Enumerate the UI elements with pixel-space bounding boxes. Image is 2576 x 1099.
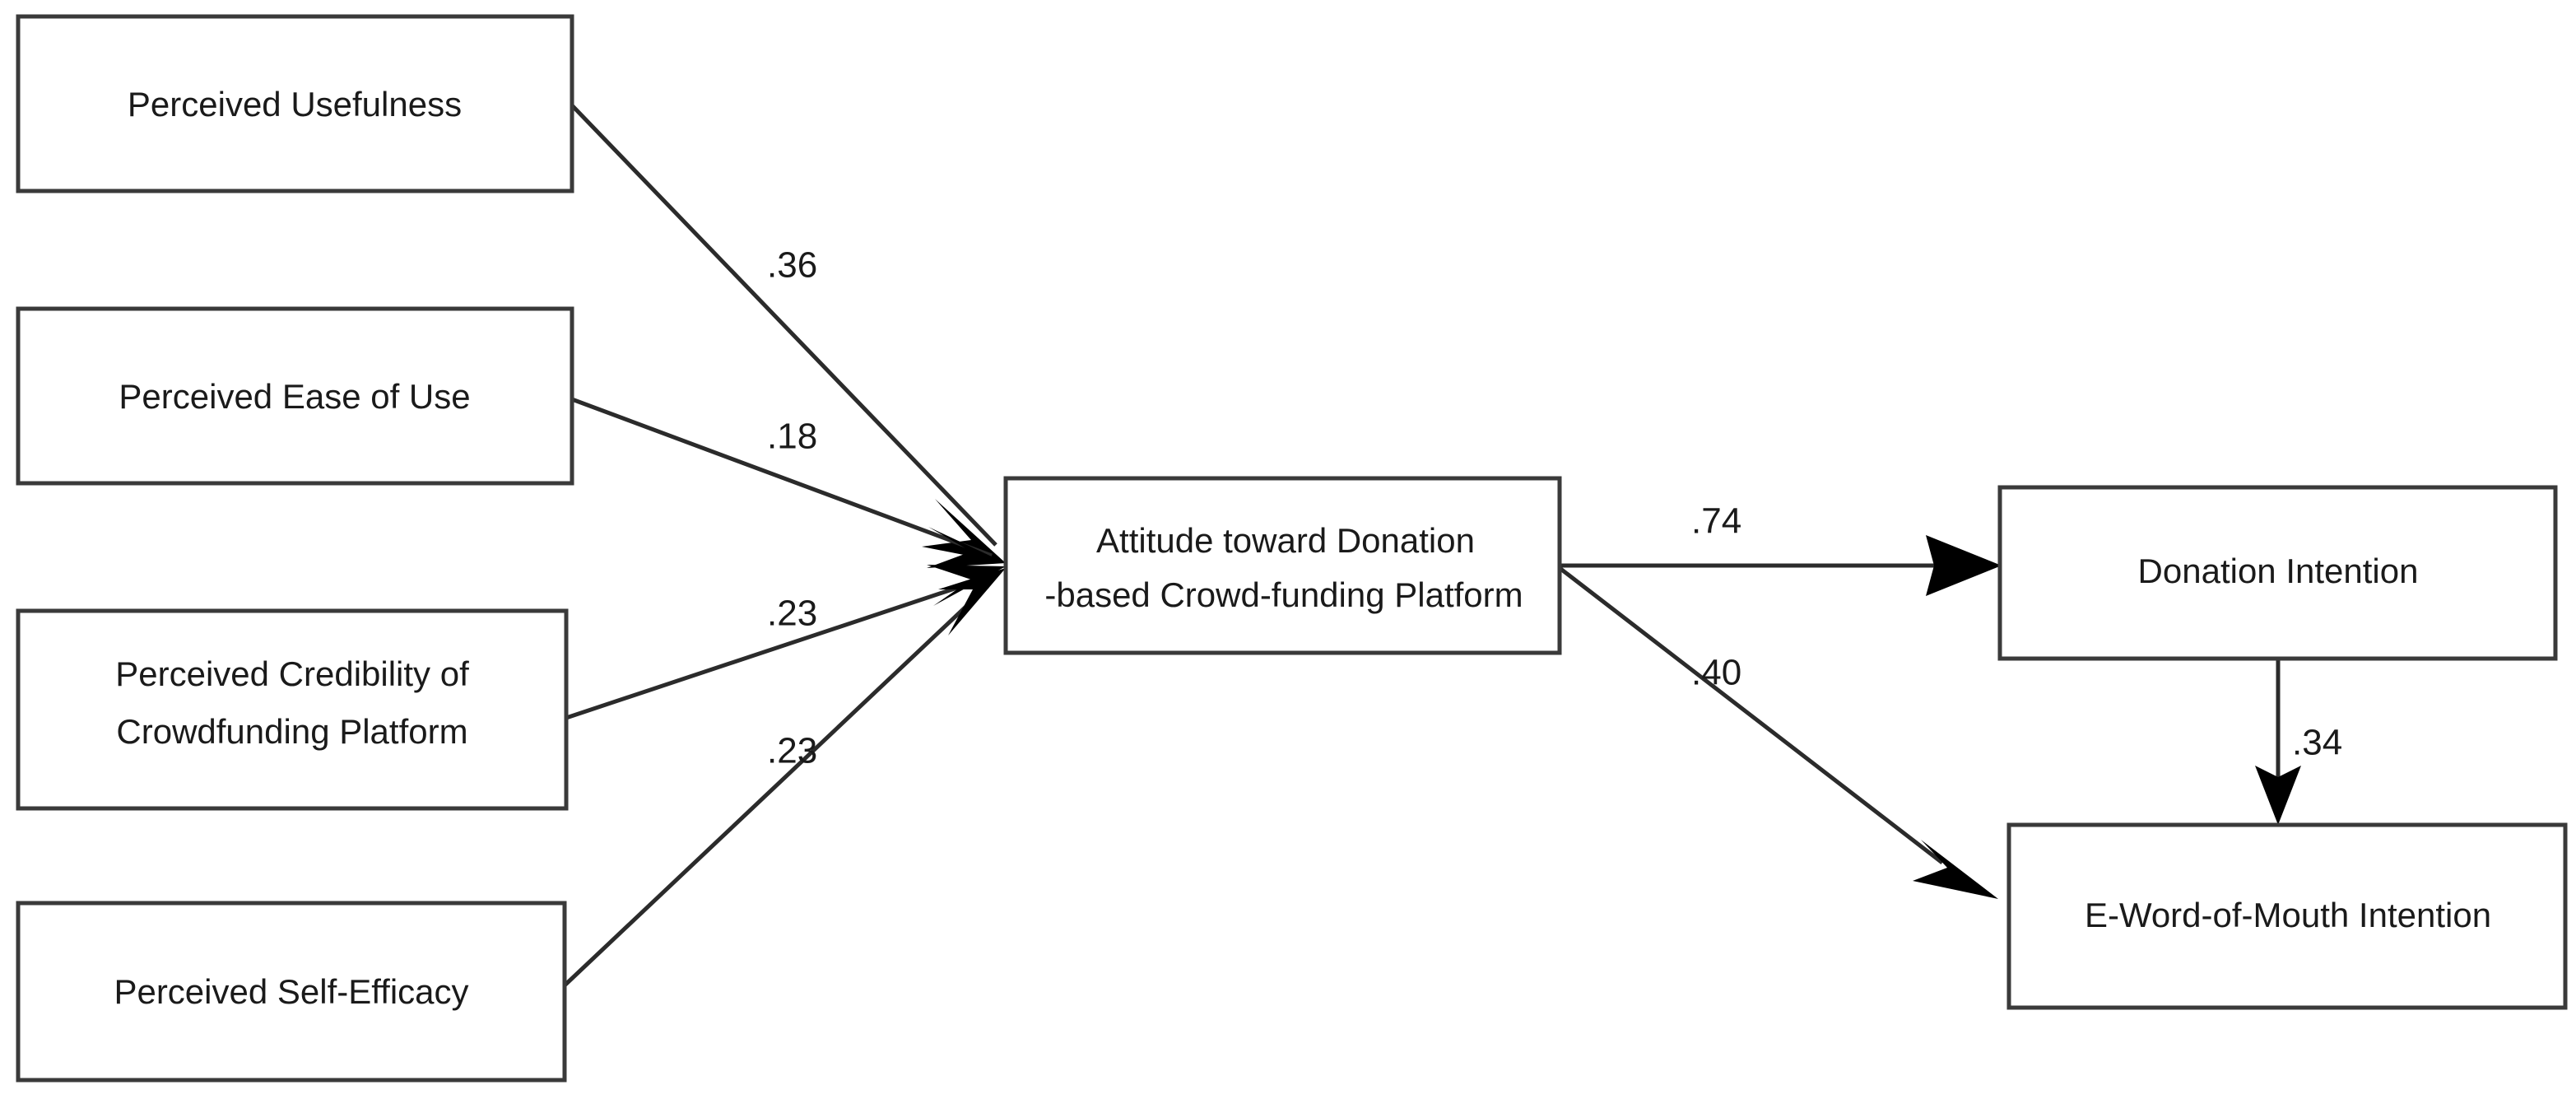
- node-box-attitude[interactable]: [1003, 476, 1562, 655]
- coef-label-attitude-to-donation: .74: [1691, 501, 1741, 542]
- path-line-attitude-ewom: [1558, 566, 1944, 864]
- path-pc-to-attitude: [565, 565, 1006, 720]
- node-label-ewom-intention: E-Word-of-Mouth Intention: [2085, 896, 2491, 934]
- node-ewom-intention[interactable]: E-Word-of-Mouth Intention: [2006, 822, 2568, 1010]
- path-pse-to-attitude: [563, 568, 1006, 987]
- arrowhead-attitude-ewom: [1913, 840, 1998, 899]
- path-donation-to-ewom: [2255, 659, 2301, 825]
- node-label-perceived-credibility-line1: Perceived Credibility of: [115, 654, 469, 693]
- node-label-perceived-credibility-line2: Crowdfunding Platform: [116, 712, 467, 751]
- path-line-peou: [571, 397, 993, 558]
- path-attitude-to-donation: [1560, 535, 2002, 596]
- arrowhead-peou: [927, 527, 1006, 568]
- node-box-perceived-self-efficacy[interactable]: [16, 901, 567, 1083]
- node-box-perceived-credibility[interactable]: [16, 608, 569, 811]
- coef-label-pc-to-attitude: .23: [767, 594, 817, 634]
- coef-label-peou-to-attitude: .18: [767, 417, 817, 457]
- node-box-donation-intention[interactable]: [1997, 485, 2558, 661]
- node-label-donation-intention: Donation Intention: [2138, 552, 2419, 590]
- node-label-perceived-ease-of-use: Perceived Ease of Use: [119, 377, 470, 416]
- node-donation-intention[interactable]: Donation Intention: [1997, 485, 2558, 661]
- node-perceived-usefulness[interactable]: Perceived Usefulness: [16, 14, 574, 193]
- node-perceived-ease-of-use[interactable]: Perceived Ease of Use: [16, 306, 574, 486]
- node-box-ewom-intention[interactable]: [2006, 822, 2568, 1010]
- arrowhead-attitude-donation: [1926, 535, 2002, 596]
- coef-label-pu-to-attitude: .36: [767, 245, 817, 286]
- node-label-perceived-usefulness: Perceived Usefulness: [128, 85, 462, 123]
- node-box-perceived-usefulness[interactable]: [16, 14, 574, 193]
- coef-label-donation-to-ewom: .34: [2292, 723, 2342, 763]
- arrowhead-pse: [938, 568, 1006, 636]
- arrowhead-donation-ewom: [2255, 766, 2301, 825]
- path-peou-to-attitude: [571, 397, 1006, 568]
- path-pu-to-attitude: [570, 104, 1006, 563]
- node-label-attitude-line1: Attitude toward Donation: [1096, 521, 1475, 560]
- node-box-perceived-ease-of-use[interactable]: [16, 306, 574, 486]
- path-line-pc: [565, 574, 993, 720]
- path-attitude-to-ewom: [1558, 566, 1998, 899]
- path-line-pu: [570, 104, 997, 547]
- node-perceived-credibility[interactable]: Perceived Credibility of Crowdfunding Pl…: [16, 608, 569, 811]
- path-line-pse: [563, 584, 989, 987]
- coef-label-pse-to-attitude: .23: [767, 731, 817, 771]
- node-label-perceived-self-efficacy: Perceived Self-Efficacy: [114, 972, 468, 1011]
- arrowhead-pu: [922, 499, 1006, 563]
- node-attitude[interactable]: Attitude toward Donation -based Crowd-fu…: [1003, 476, 1562, 655]
- node-label-attitude-line2: -based Crowd-funding Platform: [1044, 575, 1523, 614]
- node-perceived-self-efficacy[interactable]: Perceived Self-Efficacy: [16, 901, 567, 1083]
- coef-label-attitude-to-ewom: .40: [1691, 653, 1741, 693]
